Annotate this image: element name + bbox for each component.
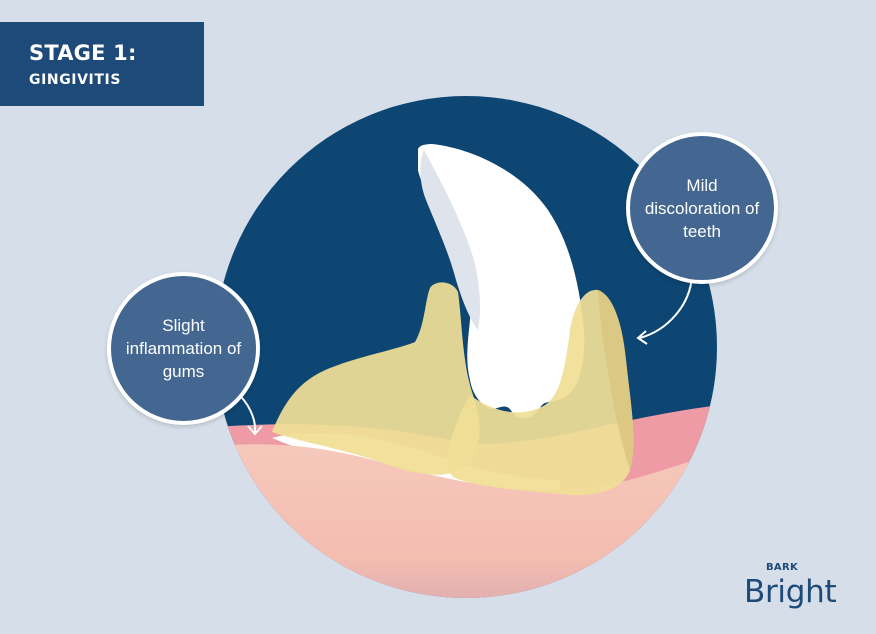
stage-header: STAGE 1: GINGIVITIS xyxy=(0,22,204,106)
barkbright-logo: BARK Bright xyxy=(740,560,852,620)
callout-gum-inflammation: Slight inflammation of gums xyxy=(107,272,260,425)
stage-title: STAGE 1: xyxy=(29,41,137,65)
tartar-right xyxy=(447,289,634,496)
fang-shadow xyxy=(420,150,481,330)
callout-teeth-text: Mild discoloration of teeth xyxy=(644,175,760,241)
tartar-left xyxy=(272,282,480,475)
tartar-shade xyxy=(598,290,634,470)
arrow-gums-head xyxy=(247,425,263,436)
stage-subtitle: GINGIVITIS xyxy=(29,72,122,88)
callout-teeth-discoloration: Mild discoloration of teeth xyxy=(626,132,778,284)
fang-tooth xyxy=(418,144,585,419)
logo-bright-text: Bright xyxy=(744,574,837,610)
callout-gum-text: Slight inflammation of gums xyxy=(125,316,242,381)
arrow-teeth xyxy=(639,275,693,339)
logo-bark-text: BARK xyxy=(766,562,799,573)
arrow-teeth-head xyxy=(636,330,648,345)
